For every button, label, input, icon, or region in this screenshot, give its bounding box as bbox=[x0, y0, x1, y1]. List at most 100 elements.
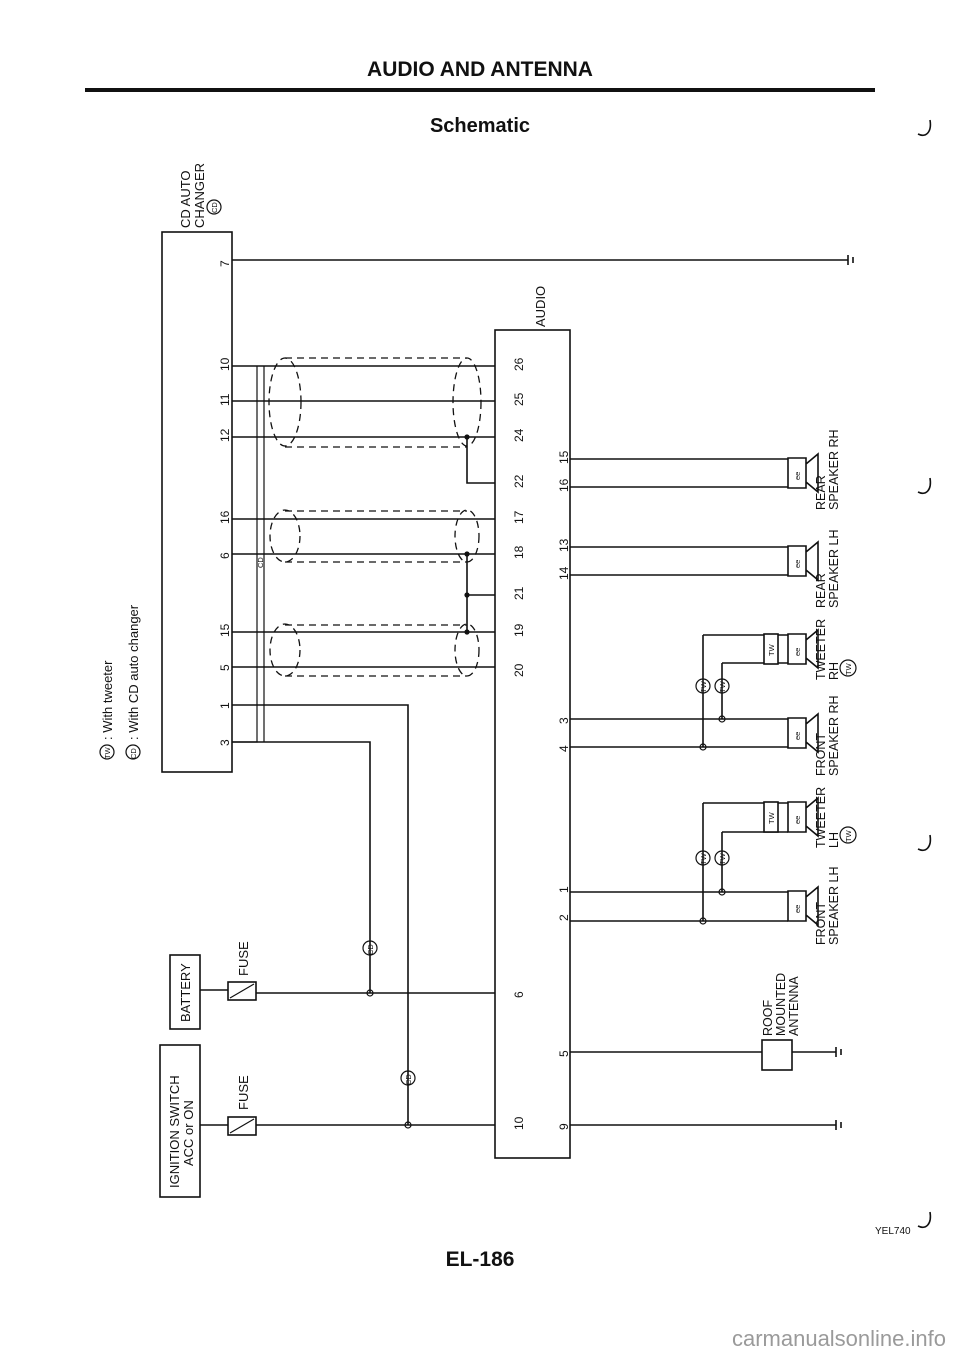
audio-pin: 24 bbox=[512, 428, 526, 442]
wire-junction bbox=[699, 917, 707, 925]
wire-junction bbox=[718, 715, 726, 723]
tw-badge-icon bbox=[714, 850, 730, 866]
rear-speaker-lh-label-1: REAR bbox=[814, 573, 828, 608]
fuse-icon bbox=[229, 983, 255, 999]
battery-box bbox=[169, 954, 201, 1030]
tw-box-text: TW bbox=[767, 643, 776, 656]
cd-changer-label-1: CD AUTO bbox=[178, 170, 193, 228]
shield-outline bbox=[285, 357, 467, 448]
cd-pin: 1 bbox=[218, 702, 232, 709]
wire-junction bbox=[699, 743, 707, 751]
legend-cd-badge: CD bbox=[129, 748, 138, 759]
page-number: EL-186 bbox=[445, 1248, 515, 1271]
tw-badge-text: TW bbox=[844, 829, 853, 842]
ignition-switch-box bbox=[159, 1044, 201, 1198]
wire-tweeter-lh bbox=[702, 802, 788, 921]
wire-junction bbox=[464, 592, 470, 598]
shield-outline bbox=[269, 509, 301, 563]
cd-pin: 12 bbox=[218, 428, 232, 442]
ground-icon bbox=[847, 255, 854, 265]
audio-pin: 2 bbox=[557, 914, 571, 921]
cd-pin: 7 bbox=[218, 260, 232, 267]
antenna-box bbox=[761, 1039, 793, 1071]
binder-mark-icon bbox=[917, 1211, 932, 1228]
cd-badge-text: CD bbox=[404, 1074, 413, 1085]
audio-pin: 19 bbox=[512, 623, 526, 637]
cd-pin: 16 bbox=[218, 510, 232, 524]
tweeter-rh-box bbox=[763, 633, 779, 665]
audio-pin: 5 bbox=[557, 1050, 571, 1057]
tw-badge-text: TW bbox=[718, 680, 727, 693]
cd-wires-group2 bbox=[232, 518, 495, 555]
rear-speaker-lh-icon bbox=[787, 540, 819, 582]
binder-mark-icon bbox=[917, 119, 932, 136]
audio-pins-speaker-side: 15 16 13 14 3 4 1 2 5 9 bbox=[557, 450, 571, 1130]
cd-changer-label-2: CHANGER bbox=[192, 163, 207, 228]
speaker-glyph: ee bbox=[793, 472, 802, 480]
shield-label: CD bbox=[256, 557, 265, 568]
antenna-label-3: ANTENNA bbox=[787, 976, 801, 1036]
tweeter-rh-label-2: RH bbox=[827, 662, 841, 680]
front-speaker-lh-label-1: FRONT bbox=[814, 902, 828, 945]
audio-pin: 20 bbox=[512, 663, 526, 677]
tw-badge-text: TW bbox=[718, 852, 727, 865]
wire-rear-rh bbox=[570, 458, 788, 488]
tw-badge-text: TW bbox=[699, 852, 708, 865]
audio-box bbox=[494, 329, 571, 1159]
cd-wires-group3 bbox=[232, 631, 495, 668]
audio-pin: 16 bbox=[557, 478, 571, 492]
speaker-glyph: ee bbox=[793, 648, 802, 656]
audio-pin: 1 bbox=[557, 886, 571, 893]
audio-pin: 21 bbox=[512, 586, 526, 600]
tweeter-lh-label-2: LH bbox=[827, 832, 841, 848]
legend: TW : With tweeter CD : With CD auto chan… bbox=[99, 604, 141, 760]
shield-outline bbox=[452, 357, 482, 447]
cd-changer-pins: 7 10 11 12 16 6 15 5 1 3 bbox=[218, 260, 232, 746]
audio-label: AUDIO bbox=[533, 286, 548, 327]
tw-badge-icon bbox=[714, 678, 730, 694]
tweeter-lh-icon bbox=[787, 796, 819, 838]
speaker-glyph: ee bbox=[793, 905, 802, 913]
binder-marks bbox=[917, 119, 932, 1228]
figure-code: YEL740 bbox=[875, 1226, 911, 1237]
power-supply: BATTERY FUSE IGNITION SWITCH ACC or ON F… bbox=[159, 941, 495, 1198]
wire-junction bbox=[464, 434, 470, 440]
audio-pin: 25 bbox=[512, 392, 526, 406]
wire-junction bbox=[464, 551, 470, 557]
legend-tw-desc: : With tweeter bbox=[100, 660, 115, 740]
tw-badge-icon bbox=[839, 659, 857, 677]
fuse-label: FUSE bbox=[236, 941, 251, 976]
wire-front-lh bbox=[570, 891, 788, 922]
speaker-glyph: ee bbox=[793, 560, 802, 568]
legend-cd-desc: : With CD auto changer bbox=[126, 604, 141, 740]
front-speaker-rh-label-1: FRONT bbox=[814, 733, 828, 776]
shield-outline bbox=[269, 623, 301, 677]
audio-pin: 18 bbox=[512, 545, 526, 559]
wire-junction bbox=[366, 989, 374, 997]
front-speaker-rh-label-2: SPEAKER RH bbox=[827, 695, 841, 776]
tw-badge-text: TW bbox=[699, 680, 708, 693]
front-speaker-rh-icon bbox=[787, 712, 819, 754]
tweeter-rh-label-1: TWEETER bbox=[814, 619, 828, 680]
wire-junction bbox=[404, 1121, 412, 1129]
watermark: carmanualsonline.info bbox=[731, 1326, 946, 1351]
audio-unit: AUDIO bbox=[494, 286, 571, 1159]
cd-pin: 10 bbox=[218, 357, 232, 371]
speaker-glyph: ee bbox=[793, 816, 802, 824]
wire-front-rh bbox=[570, 718, 788, 748]
speaker-glyph: ee bbox=[793, 732, 802, 740]
page-subtitle: Schematic bbox=[429, 115, 531, 137]
shield-outline bbox=[454, 509, 480, 563]
wire-to-pin22 bbox=[466, 437, 495, 484]
speaker-wiring: ee REAR SPEAKER RH ee REAR SPEAKER LH TW… bbox=[570, 429, 857, 945]
rear-speaker-rh-label-1: REAR bbox=[814, 475, 828, 510]
antenna-label-1: ROOF bbox=[761, 1000, 775, 1036]
title-rule bbox=[85, 88, 875, 92]
antenna-label-2: MOUNTED bbox=[774, 973, 788, 1036]
tweeter-rh-icon bbox=[787, 628, 819, 670]
audio-pin: 4 bbox=[557, 745, 571, 752]
tw-badge-icon bbox=[839, 826, 857, 844]
shield-outline bbox=[285, 510, 467, 563]
